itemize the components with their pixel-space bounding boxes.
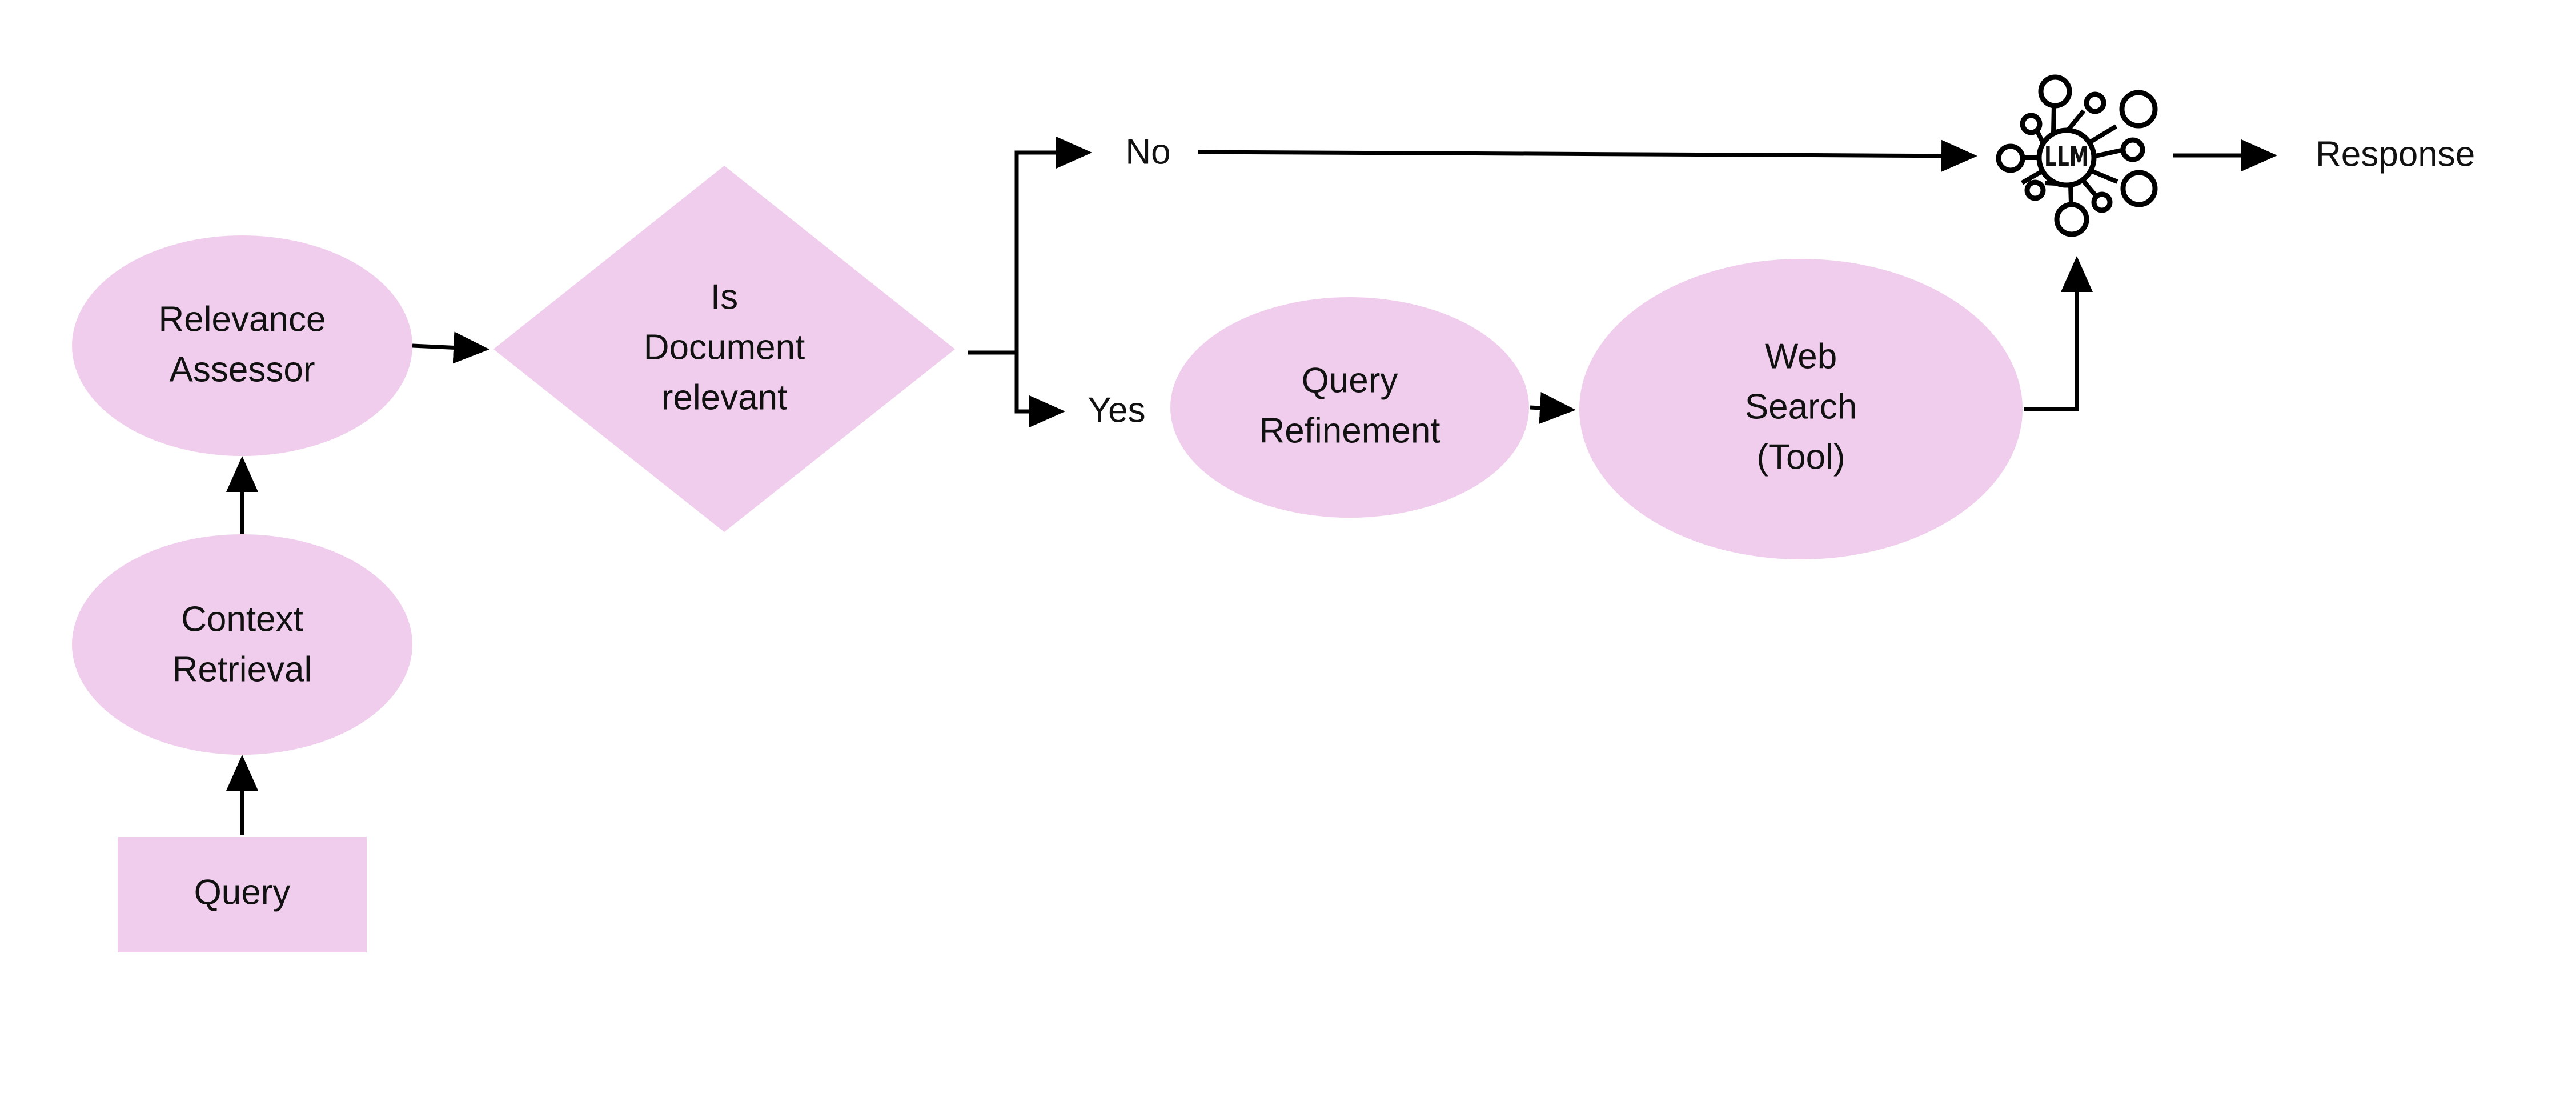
no-to-llm-arrow <box>1198 139 1977 172</box>
context-retrieval-node <box>72 534 412 755</box>
relevance-assessor-node <box>72 235 412 456</box>
relevance-assessor-label: Assessor <box>170 350 315 389</box>
relevance-assessor-label: Relevance <box>159 299 326 339</box>
query-refinement-node <box>1170 297 1529 518</box>
refinement-to-websearch-arrow <box>1530 391 1576 424</box>
response-label: Response <box>2316 134 2475 174</box>
web-search-node <box>1579 259 2023 559</box>
decision-label: Document <box>644 327 805 367</box>
context-retrieval-label: Retrieval <box>172 650 312 689</box>
query-label: Query <box>194 872 291 912</box>
decision-label: relevant <box>661 378 788 417</box>
websearch-to-llm-arrow <box>2024 256 2093 411</box>
query-node <box>118 837 367 952</box>
yes-branch-arrow <box>1014 353 1065 427</box>
no-branch-arrow <box>1014 137 1092 353</box>
yes-branch-label: Yes <box>1088 390 1145 430</box>
query-refinement-label: Refinement <box>1259 411 1440 450</box>
web-search-label: Search <box>1745 387 1857 426</box>
llm-network-icon <box>1996 74 2158 237</box>
llm-label: LLM <box>2044 141 2089 173</box>
web-search-label: Web <box>1765 337 1837 376</box>
decision-node <box>493 166 955 532</box>
query-refinement-label: Query <box>1302 361 1398 400</box>
context-retrieval-label: Context <box>181 599 303 639</box>
web-search-label: (Tool) <box>1756 437 1845 477</box>
decision-label: Is <box>711 277 738 317</box>
no-branch-label: No <box>1125 132 1170 171</box>
relevance-to-decision-arrow <box>412 331 489 364</box>
